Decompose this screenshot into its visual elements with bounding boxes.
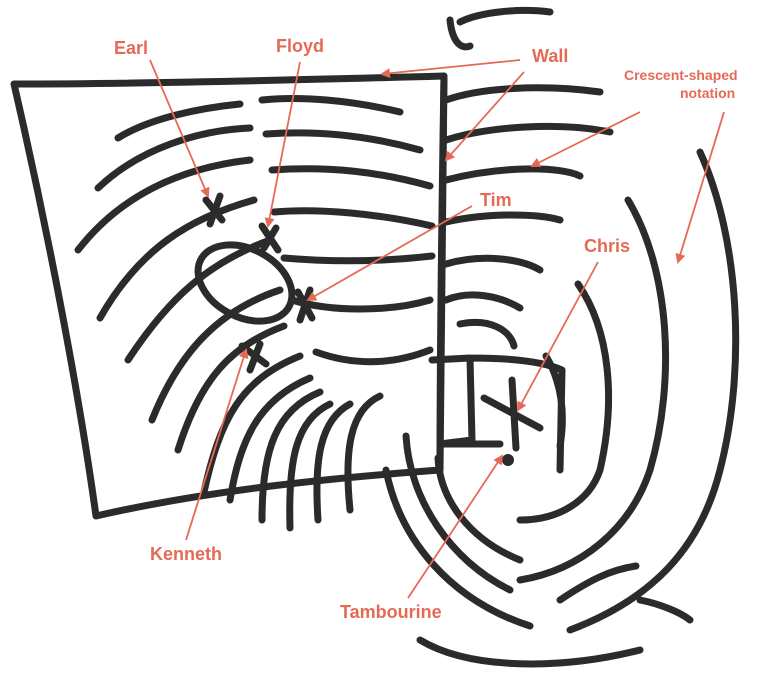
kenneth-label: Kenneth: [150, 544, 222, 564]
earl-ellipse: [185, 230, 305, 337]
crescent-label-line1: Crescent-shaped: [624, 67, 738, 83]
wall-leader-down: [446, 72, 524, 160]
tim-label: Tim: [480, 190, 512, 210]
center-curves: [262, 99, 432, 362]
wall-leader-top: [382, 60, 520, 74]
right-side-curves: [446, 88, 610, 308]
crescent-label-line2: notation: [680, 85, 735, 101]
tambourine-label: Tambourine: [340, 602, 442, 622]
ink-drawing: [14, 10, 736, 663]
floyd-leader: [268, 62, 300, 226]
chris-label: Chris: [584, 236, 630, 256]
earl-label: Earl: [114, 38, 148, 58]
chris-box: [432, 358, 562, 470]
tambourine-dot: [502, 454, 514, 466]
crescent-leader-1: [532, 112, 640, 166]
wall-line: [440, 20, 470, 470]
wall-label: Wall: [532, 46, 568, 66]
floyd-label: Floyd: [276, 36, 324, 56]
